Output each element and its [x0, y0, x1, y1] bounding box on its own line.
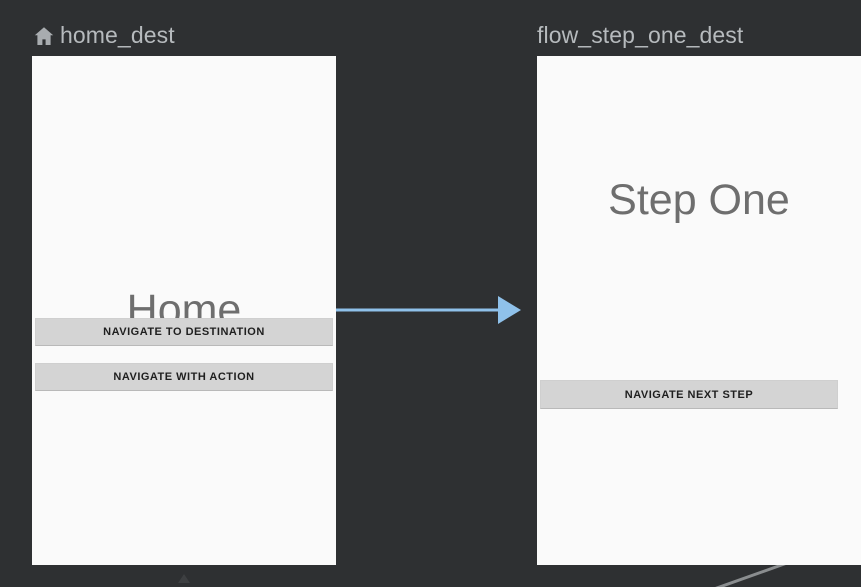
navigate-with-action-button[interactable]: NAVIGATE WITH ACTION [35, 363, 333, 391]
destination-node-flow-step-one-dest[interactable]: flow_step_one_dest Step One NAVIGATE NEX… [537, 22, 861, 565]
navigate-to-destination-button[interactable]: NAVIGATE TO DESTINATION [35, 318, 333, 346]
destination-preview-flow-step-one-dest[interactable]: Step One NAVIGATE NEXT STEP [537, 56, 861, 565]
action-arrow-home-to-step-one[interactable] [336, 296, 521, 324]
destination-node-home-dest[interactable]: home_dest Home NAVIGATE TO DESTINATION N… [32, 22, 336, 565]
action-arrow-head [498, 296, 521, 324]
destination-preview-home-dest[interactable]: Home NAVIGATE TO DESTINATION NAVIGATE WI… [32, 56, 336, 565]
screen-preview: Step One NAVIGATE NEXT STEP [537, 56, 861, 565]
destination-label-home-dest[interactable]: home_dest [32, 20, 175, 50]
destination-label-text: home_dest [60, 22, 175, 48]
destination-label-flow-step-one-dest[interactable]: flow_step_one_dest [537, 20, 743, 50]
start-destination-marker-icon [178, 574, 190, 583]
screen-title: Step One [608, 176, 790, 224]
home-icon [32, 24, 56, 48]
navigate-next-step-button[interactable]: NAVIGATE NEXT STEP [540, 380, 838, 409]
destination-label-text: flow_step_one_dest [537, 22, 744, 48]
screen-preview: Home NAVIGATE TO DESTINATION NAVIGATE WI… [32, 56, 336, 565]
